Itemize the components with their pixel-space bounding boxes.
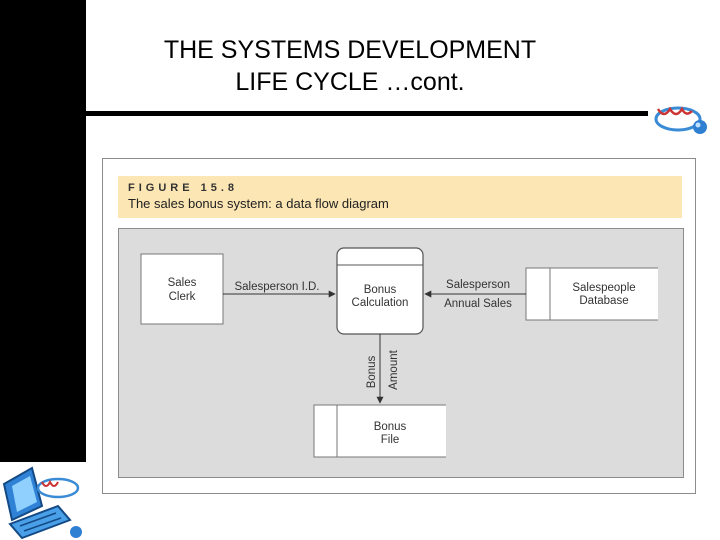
flow-salesperson-id: Salesperson I.D. [223,281,336,298]
store-database-line1: Salespeople [572,282,635,294]
store-salespeople-database: Salespeople Database [525,267,658,321]
store-file-line1: Bonus [374,421,407,433]
entity-sales-clerk-line1: Sales [168,277,197,289]
left-sidebar-bar [0,0,86,462]
computer-clipart-icon [0,462,90,540]
store-bonus-file: Bonus File [313,404,446,458]
process-bonus-calculation: Bonus Calculation [336,247,424,335]
figure-caption-box: FIGURE 15.8 The sales bonus system: a da… [118,176,682,218]
slide-title-line1: THE SYSTEMS DEVELOPMENT [163,36,537,64]
flow-bonus-line1: Bonus [366,355,378,388]
flow-sales-line2: Annual Sales [444,298,512,310]
flow-salesperson-id-label: Salesperson I.D. [234,281,319,293]
entity-sales-clerk: Sales Clerk [140,253,224,325]
store-file-line2: File [381,434,400,446]
slide-title: THE SYSTEMS DEVELOPMENT LIFE CYCLE …cont… [150,34,550,98]
flow-bonus-line2: Amount [388,349,400,389]
flow-sales-line1: Salesperson [446,279,510,291]
title-divider [86,111,648,116]
flow-bonus-amount: Bonus Amount [366,334,400,404]
web-logo-icon [654,106,707,134]
slide-title-line2: LIFE CYCLE …cont. [235,68,465,96]
process-line2: Calculation [352,297,409,309]
process-line1: Bonus [364,284,397,296]
flow-salesperson-annual-sales: Salesperson Annual Sales [424,279,526,310]
store-database-line2: Database [579,295,628,307]
entity-sales-clerk-line2: Clerk [169,291,196,303]
figure-label: FIGURE 15.8 [128,182,239,194]
figure-caption: The sales bonus system: a data flow diag… [128,196,389,211]
